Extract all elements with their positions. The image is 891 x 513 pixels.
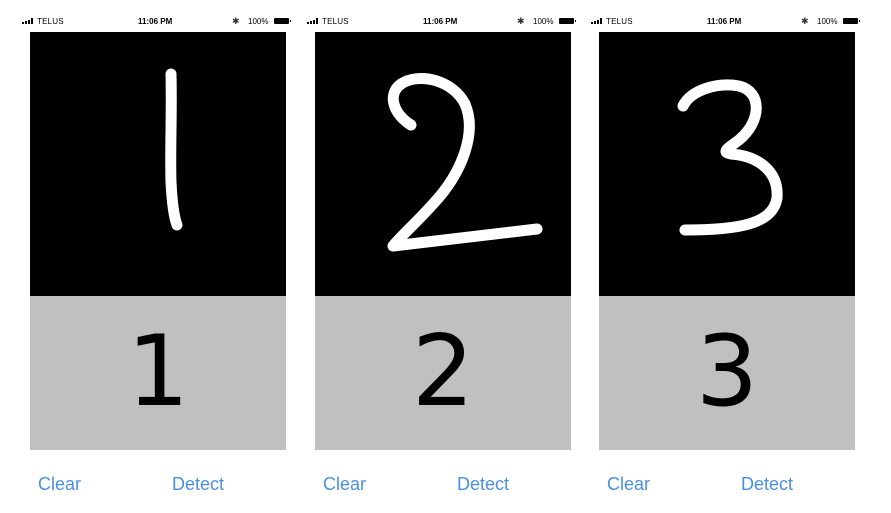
battery-icon [559, 18, 576, 24]
detected-digit: 1 [126, 315, 190, 429]
phone-screen-1: TELUS 11:06 PM ✱ 100% 1 Clear Detect [20, 0, 291, 513]
bluetooth-icon: ✱ [517, 16, 525, 26]
drawn-stroke-1 [165, 68, 183, 231]
phone-screen-2: TELUS 11:06 PM ✱ 100% 2 Clear Detect [305, 0, 576, 513]
battery-percent: 100% [817, 17, 838, 26]
detection-result-panel: 2 [315, 296, 571, 450]
bluetooth-icon: ✱ [232, 16, 240, 26]
battery-percent: 100% [533, 17, 554, 26]
carrier-name: TELUS [606, 17, 633, 26]
drawn-stroke-3 [677, 79, 783, 236]
status-bar: TELUS 11:06 PM ✱ 100% [589, 14, 865, 30]
carrier-name: TELUS [37, 17, 64, 26]
status-time: 11:06 PM [138, 17, 173, 26]
status-bar: TELUS 11:06 PM ✱ 100% [20, 14, 296, 30]
signal-strength-icon [22, 18, 36, 24]
detect-button[interactable]: Detect [741, 474, 794, 494]
drawing-canvas[interactable] [315, 32, 571, 296]
drawing-canvas[interactable] [599, 32, 855, 296]
status-time: 11:06 PM [707, 17, 742, 26]
clear-button[interactable]: Clear [607, 474, 651, 494]
signal-strength-icon [307, 18, 321, 24]
clear-button[interactable]: Clear [38, 474, 82, 494]
battery-percent: 100% [248, 17, 269, 26]
detection-result-panel: 3 [599, 296, 855, 450]
drawing-canvas[interactable] [30, 32, 286, 296]
status-bar: TELUS 11:06 PM ✱ 100% [305, 14, 581, 30]
clear-button[interactable]: Clear [323, 474, 367, 494]
phone-screen-3: TELUS 11:06 PM ✱ 100% 3 Clear Detect [589, 0, 860, 513]
detect-button[interactable]: Detect [172, 474, 225, 494]
battery-icon [843, 18, 860, 24]
detected-digit: 2 [411, 315, 475, 429]
detect-button[interactable]: Detect [457, 474, 510, 494]
carrier-name: TELUS [322, 17, 349, 26]
signal-strength-icon [591, 18, 605, 24]
battery-icon [274, 18, 291, 24]
detected-digit: 3 [695, 315, 759, 429]
status-time: 11:06 PM [423, 17, 458, 26]
detection-result-panel: 1 [30, 296, 286, 450]
drawn-stroke-2 [387, 73, 543, 252]
bluetooth-icon: ✱ [801, 16, 809, 26]
